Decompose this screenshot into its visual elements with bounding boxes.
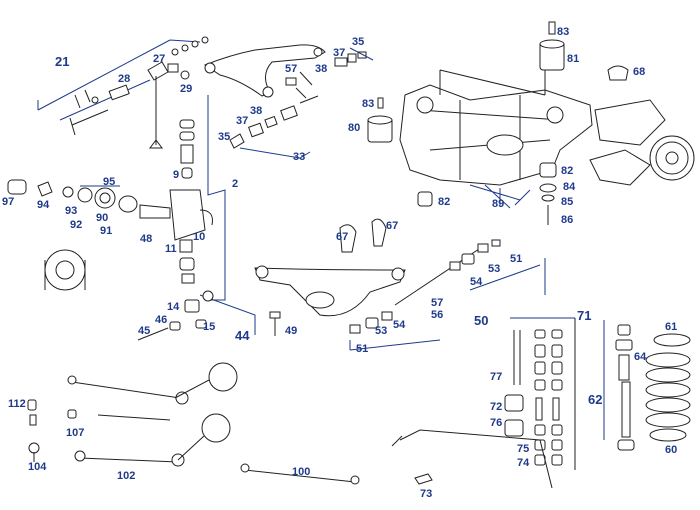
label-92: 92 xyxy=(70,219,82,231)
label-27: 27 xyxy=(153,53,165,65)
label-100: 100 xyxy=(292,466,310,478)
label-94: 94 xyxy=(37,199,50,211)
bushing-kit-71 xyxy=(504,317,576,470)
label-9: 9 xyxy=(173,169,179,181)
upper-arm-bushing-set xyxy=(285,47,374,99)
lower-balljoint-kit xyxy=(137,290,281,341)
upper-arm-shaft-group xyxy=(37,36,209,149)
label-51-top: 51 xyxy=(510,253,522,265)
label-28: 28 xyxy=(118,73,130,85)
label-57-top: 57 xyxy=(285,63,297,75)
upper-control-arm xyxy=(203,44,326,98)
label-54-top: 54 xyxy=(470,276,483,288)
coil-spring xyxy=(645,333,691,442)
label-38-mid: 38 xyxy=(250,105,262,117)
label-56: 56 xyxy=(431,309,443,321)
label-35-top: 35 xyxy=(352,36,364,48)
label-11: 11 xyxy=(165,243,177,255)
label-33: 33 xyxy=(293,151,305,163)
label-44: 44 xyxy=(235,328,250,343)
label-93: 93 xyxy=(65,205,77,217)
label-67-right: 67 xyxy=(386,220,398,232)
coil-spring-shock xyxy=(603,320,691,451)
label-46: 46 xyxy=(155,314,167,326)
label-85: 85 xyxy=(561,196,573,208)
label-57-mid: 57 xyxy=(431,297,443,309)
label-83-mid: 83 xyxy=(362,98,374,110)
label-77: 77 xyxy=(490,371,502,383)
label-89: 89 xyxy=(492,198,504,210)
label-64: 64 xyxy=(634,351,647,363)
label-107: 107 xyxy=(66,427,84,439)
label-74: 74 xyxy=(517,457,530,469)
label-102: 102 xyxy=(117,470,135,482)
label-62: 62 xyxy=(588,392,602,407)
engine-mount-parts xyxy=(367,21,629,225)
label-75: 75 xyxy=(517,443,529,455)
label-82-left: 82 xyxy=(438,196,450,208)
callout-labels: 2 9 10 11 14 15 21 27 28 29 33 35 35 37 … xyxy=(2,26,677,500)
label-38-top: 38 xyxy=(315,63,327,75)
label-86: 86 xyxy=(561,214,573,226)
label-97: 97 xyxy=(2,196,14,208)
label-15: 15 xyxy=(203,321,215,333)
label-72: 72 xyxy=(490,401,502,413)
label-37-top: 37 xyxy=(333,47,345,59)
wheel-bearing-set xyxy=(7,179,138,291)
label-48: 48 xyxy=(140,233,152,245)
bushing-column-2 xyxy=(551,329,563,466)
label-35-mid: 35 xyxy=(218,131,230,143)
label-83-top: 83 xyxy=(557,26,569,38)
steering-linkage xyxy=(27,362,360,485)
label-14: 14 xyxy=(167,301,180,313)
label-91: 91 xyxy=(100,225,112,237)
label-95: 95 xyxy=(103,176,115,188)
label-45: 45 xyxy=(138,325,150,337)
label-29: 29 xyxy=(180,83,192,95)
steering-knuckle-assembly xyxy=(139,95,226,301)
label-73: 73 xyxy=(420,488,432,500)
bushing-column-1 xyxy=(534,329,546,466)
label-68: 68 xyxy=(633,66,645,78)
label-67-left: 67 xyxy=(336,231,348,243)
label-53-bot: 53 xyxy=(375,325,387,337)
label-82-right: 82 xyxy=(561,165,573,177)
label-54-bot: 54 xyxy=(393,319,406,331)
label-2: 2 xyxy=(232,178,238,190)
label-60: 60 xyxy=(665,444,677,456)
label-71: 71 xyxy=(577,308,591,323)
label-49: 49 xyxy=(285,325,297,337)
label-21: 21 xyxy=(55,54,69,69)
label-50: 50 xyxy=(474,313,488,328)
label-37-mid: 37 xyxy=(236,115,248,127)
sway-bar xyxy=(391,429,553,489)
strut-rod-assembly xyxy=(349,239,546,351)
label-84: 84 xyxy=(563,181,576,193)
pivot-bushing-kit xyxy=(229,95,319,159)
label-112: 112 xyxy=(8,398,26,410)
label-80: 80 xyxy=(348,122,360,134)
label-81: 81 xyxy=(567,53,579,65)
hub-drum-right xyxy=(589,99,695,186)
lower-control-arm xyxy=(254,218,406,317)
label-10: 10 xyxy=(193,231,205,243)
label-104: 104 xyxy=(28,461,47,473)
label-76: 76 xyxy=(490,417,502,429)
label-90: 90 xyxy=(96,212,108,224)
label-53-top: 53 xyxy=(488,263,500,275)
label-61: 61 xyxy=(665,321,677,333)
label-51-bot: 51 xyxy=(356,343,368,355)
front-crossmember xyxy=(399,69,593,186)
